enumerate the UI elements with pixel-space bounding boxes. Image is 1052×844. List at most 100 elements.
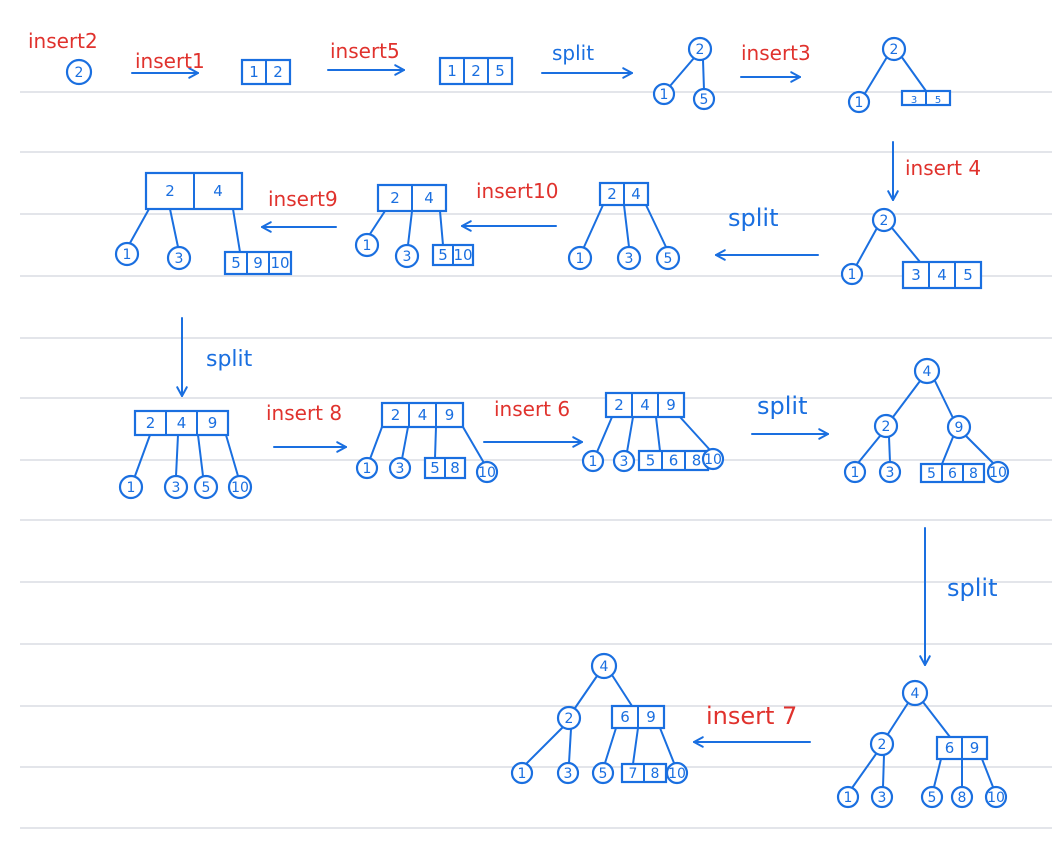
step-arrow: [751, 428, 829, 440]
key-label: 10: [989, 465, 1007, 481]
tree-edge: [401, 426, 409, 460]
step-arrow: [887, 141, 899, 201]
key-circle: 1: [355, 456, 379, 480]
key-label: 5: [700, 92, 709, 108]
key-label: 9: [253, 254, 263, 272]
tree-edge: [225, 434, 239, 477]
key-label: 4: [911, 686, 920, 702]
tree-edge: [855, 227, 878, 267]
key-label: 3: [172, 480, 181, 496]
key-label: 5: [927, 466, 936, 482]
tree-edge: [434, 426, 437, 459]
key-label: 1: [848, 267, 857, 283]
key-label: 7: [629, 766, 638, 782]
key-label: 9: [208, 414, 218, 432]
key-label: 9: [445, 406, 455, 424]
key-circle: 8: [950, 785, 974, 809]
key-label: 1: [576, 251, 585, 267]
key-label: 3: [911, 95, 917, 106]
key-label: 5: [438, 246, 448, 264]
key-label: 1: [660, 87, 669, 103]
key-label: 2: [880, 213, 889, 229]
key-circle: 2: [556, 705, 582, 731]
key-circle: 5: [655, 245, 681, 271]
key-circle: 1: [840, 262, 864, 286]
step-arrow: [261, 221, 337, 233]
key-label: 2: [471, 62, 481, 80]
tree-edge: [659, 727, 675, 764]
key-circle: 4: [913, 357, 941, 385]
key-label: 2: [890, 42, 899, 58]
key-circle: 5: [692, 87, 716, 111]
tree-edge: [933, 758, 942, 788]
key-label: 3: [620, 454, 629, 470]
key-label: 5: [599, 766, 608, 782]
key-circle: 10: [475, 460, 499, 484]
key-circle: 3: [870, 785, 894, 809]
tree-edge: [626, 416, 634, 453]
key-circle: 3: [878, 460, 902, 484]
key-circle: 10: [227, 474, 253, 500]
key-label: 2: [273, 63, 283, 81]
key-label: 9: [646, 708, 656, 726]
key-label: 1: [363, 238, 372, 254]
key-circle: 5: [920, 785, 944, 809]
key-box: 5 10: [431, 243, 475, 267]
step-label: insert 8: [266, 401, 342, 425]
key-label: 1: [851, 465, 860, 481]
key-label: 4: [600, 659, 609, 675]
step-label: insert9: [268, 187, 338, 211]
tree-edge: [574, 675, 598, 709]
tree-edge: [900, 55, 927, 92]
step-arrow: [740, 71, 801, 83]
key-circle: 1: [847, 90, 871, 114]
key-circle: 3: [394, 243, 420, 269]
key-circle: 1: [652, 82, 676, 106]
key-circle: 10: [986, 460, 1010, 484]
step-label: insert 4: [905, 156, 981, 180]
key-label: 2: [565, 711, 574, 727]
key-label: 10: [453, 246, 472, 264]
key-circle: 5: [193, 474, 219, 500]
key-label: 8: [450, 459, 460, 477]
key-label: 1: [589, 454, 598, 470]
tree-edge: [882, 754, 885, 788]
key-label: 8: [958, 790, 967, 806]
key-circle: 2: [869, 731, 895, 757]
tree-edge: [369, 210, 386, 235]
key-label: 2: [696, 42, 705, 58]
key-circle: 1: [581, 449, 605, 473]
step-arrow: [461, 220, 557, 232]
tree-edge: [934, 380, 954, 419]
key-label: 3: [403, 249, 412, 265]
key-circle: 1: [114, 241, 140, 267]
tree-edge: [669, 57, 695, 87]
key-label: 10: [704, 452, 722, 468]
key-label: 1: [855, 95, 864, 111]
tree-edge: [863, 56, 888, 96]
key-label: 8: [969, 466, 978, 482]
key-circle: 10: [701, 447, 725, 471]
key-circle: 1: [567, 245, 593, 271]
key-circle: 2: [871, 207, 897, 233]
tree-edge: [604, 727, 617, 764]
tree-edge: [583, 204, 604, 248]
tree-edge: [369, 426, 383, 460]
step-arrow: [176, 317, 188, 397]
ruled-lines: [20, 91, 1052, 829]
tree-edge: [965, 435, 994, 464]
tree-edge: [892, 380, 921, 418]
tree-edges: [129, 55, 994, 789]
step-arrow: [919, 527, 931, 666]
key-label: 1: [127, 480, 136, 496]
key-label: 2: [882, 419, 891, 435]
step-arrow: [483, 436, 583, 448]
